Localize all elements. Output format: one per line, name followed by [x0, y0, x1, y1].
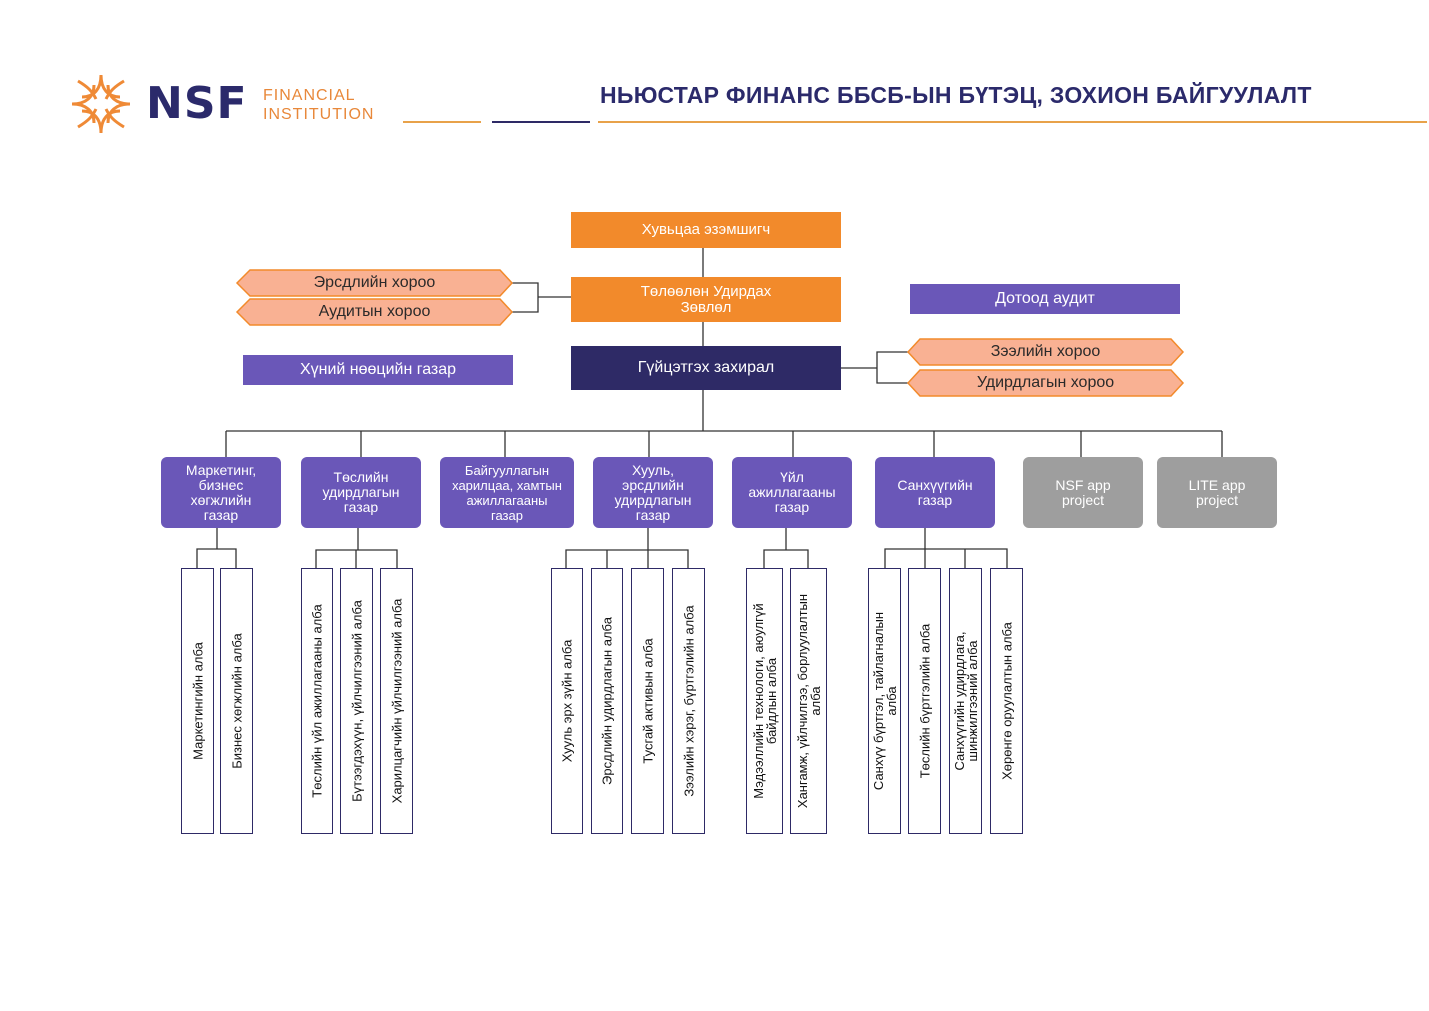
dept-lite-app: LITE app project	[1157, 457, 1277, 528]
dept-relations-line: Байгууллагын	[464, 462, 550, 478]
dept-marketing-line: Маркетинг,	[185, 461, 257, 478]
page-title: НЬЮСТАР ФИНАНС ББСБ-ЫН БҮТЭЦ, ЗОХИОН БАЙ…	[600, 82, 1312, 108]
unit-box: Санхүү бүртгэл, тайлагналын алба	[868, 568, 901, 834]
internal-audit-label: Дотоод аудит	[995, 290, 1095, 307]
unit-label: Мэдээллийн технологи, аюулгүй байдлын ал…	[750, 603, 779, 799]
unit-box: Харилцагчийн үйлчилгээний алба	[380, 568, 413, 834]
risk-committee-shape	[235, 269, 514, 297]
unit-label-line: Мэдээллийн технологи, аюулгүй	[750, 603, 766, 799]
dept-finance-line: газар	[917, 491, 953, 508]
unit-label: Эрсдлийн удирдлагын алба	[599, 617, 615, 785]
management-committee-label: Удирдлагын хороо	[976, 374, 1115, 391]
unit-box: Хангамж, үйлчилгээ, борлуулалтын алба	[790, 568, 827, 834]
board-label-line2: Зөвлөл	[680, 298, 732, 316]
unit-box: Тусгай активын алба	[631, 568, 664, 834]
unit-label: Төслийн бүртгэлийн алба	[917, 623, 932, 779]
audit-committee-shape	[235, 298, 514, 326]
unit-label: Бүтээгдэхүүн, үйлчилгээний алба	[349, 600, 364, 802]
unit-box: Зээлийн хэрэг, бүртгэлийн алба	[672, 568, 705, 834]
dept-legal-risk: Хууль, эрсдлийн удирдлагын газар	[593, 457, 713, 528]
unit-label: Тусгай активын алба	[640, 638, 655, 764]
unit-box: Бүтээгдэхүүн, үйлчилгээний алба	[340, 568, 373, 834]
unit-label: Маркетингийн алба	[190, 642, 205, 760]
dept-operations-line: газар	[774, 499, 810, 515]
unit-label: Бизнес хөгжлийн алба	[229, 633, 244, 769]
unit-label: Хууль эрх зүйн алба	[559, 639, 575, 763]
shareholder-box: Хувьцаа эзэмшигч	[571, 212, 841, 248]
unit-label-line: байдлын алба	[763, 657, 779, 745]
dept-project: Төслийн удирдлагын газар	[301, 457, 421, 528]
unit-box: Мэдээллийн технологи, аюулгүй байдлын ал…	[746, 568, 783, 834]
unit-label: Санхүү бүртгэл, тайлагналын алба	[870, 611, 899, 791]
unit-label-line: алба	[807, 686, 823, 716]
unit-box: Маркетингийн алба	[181, 568, 214, 834]
logo-mark-icon	[71, 74, 131, 134]
dept-legal-risk-line: удирдлагын	[614, 491, 692, 508]
ceo-box: Гүйцэтгэх захирал	[571, 346, 841, 390]
logo-name: NSF	[146, 78, 248, 129]
dept-project-line: газар	[343, 499, 379, 515]
unit-box: Эрсдлийн удирдлагын алба	[591, 568, 623, 834]
unit-label: Санхүүгийн удирдлага, шинжилгээний алба	[951, 631, 980, 771]
unit-label-line: шинжилгээний алба	[964, 640, 980, 762]
dept-project-line: Төслийн	[333, 469, 389, 485]
dept-legal-risk-line: эрсдлийн	[622, 476, 684, 493]
logo-subtitle-line1: FINANCIAL	[263, 87, 356, 104]
dept-marketing-line: хөгжлийн	[190, 491, 252, 508]
dept-operations-line: Үйл	[780, 469, 804, 485]
loan-committee-shape	[906, 338, 1185, 366]
dept-marketing: Маркетинг, бизнес хөгжлийн газар	[161, 457, 281, 528]
dept-relations-line: газар	[491, 507, 523, 523]
dept-nsf-app: NSF app project	[1023, 457, 1143, 528]
unit-label: Харилцагчийн үйлчилгээний алба	[389, 598, 404, 804]
unit-label: Төслийн үйл ажиллагааны алба	[309, 604, 325, 798]
unit-box: Хууль эрх зүйн алба	[551, 568, 583, 834]
audit-committee-label: Аудитын хороо	[318, 303, 431, 320]
dept-relations-line: харилцаа, хамтын	[452, 477, 562, 493]
unit-label-line: Санхүү бүртгэл, тайлагналын	[870, 611, 886, 791]
dept-operations-line: ажиллагааны	[748, 484, 836, 500]
unit-label: Хангамж, үйлчилгээ, борлуулалтын алба	[794, 593, 823, 809]
logo-subtitle: FINANCIAL INSTITUTION	[263, 86, 374, 124]
unit-box: Төслийн бүртгэлийн алба	[908, 568, 941, 834]
dept-lite-app-line: LITE app	[1188, 476, 1246, 493]
board-box: Төлөөлөн Удирдах Зөвлөл	[571, 277, 841, 322]
logo-subtitle-line2: INSTITUTION	[263, 106, 375, 123]
dept-relations: Байгууллагын харилцаа, хамтын ажиллагаан…	[440, 457, 574, 528]
board-label-line1: Төлөөлөн Удирдах	[640, 282, 772, 300]
unit-label-line: Санхүүгийн удирдлага,	[951, 631, 967, 771]
dept-legal-risk-line: газар	[635, 506, 671, 523]
shareholder-label: Хувьцаа эзэмшигч	[641, 221, 771, 238]
unit-label: Зээлийн хэрэг, бүртгэлийн алба	[681, 605, 696, 797]
dept-marketing-line: бизнес	[198, 476, 244, 493]
dept-nsf-app-line: NSF app	[1055, 476, 1111, 493]
unit-label: Хөрөнгө оруулалтын алба	[999, 622, 1014, 780]
unit-label-line: алба	[883, 686, 899, 716]
loan-committee-label: Зээлийн хороо	[990, 343, 1101, 360]
dept-marketing-line: газар	[203, 506, 239, 523]
dept-finance-line: Санхүүгийн	[897, 476, 973, 493]
dept-finance: Санхүүгийн газар	[875, 457, 995, 528]
hr-box: Хүний нөөцийн газар	[243, 355, 513, 385]
management-committee-shape	[906, 369, 1185, 397]
dept-lite-app-line: project	[1195, 491, 1239, 508]
dept-project-line: удирдлагын	[322, 484, 400, 500]
dept-legal-risk-line: Хууль,	[631, 461, 675, 478]
unit-box: Санхүүгийн удирдлага, шинжилгээний алба	[949, 568, 982, 834]
unit-box: Төслийн үйл ажиллагааны алба	[301, 568, 333, 834]
dept-relations-line: ажиллагааны	[466, 492, 548, 508]
dept-nsf-app-line: project	[1061, 491, 1105, 508]
unit-box: Хөрөнгө оруулалтын алба	[990, 568, 1023, 834]
hr-label: Хүний нөөцийн газар	[299, 361, 457, 378]
unit-label-line: Хангамж, үйлчилгээ, борлуулалтын	[794, 593, 810, 809]
ceo-label: Гүйцэтгэх захирал	[637, 359, 775, 376]
logo	[68, 71, 134, 137]
risk-committee-label: Эрсдлийн хороо	[313, 274, 436, 291]
dept-operations: Үйл ажиллагааны газар	[732, 457, 852, 528]
internal-audit-box: Дотоод аудит	[910, 284, 1180, 314]
unit-box: Бизнес хөгжлийн алба	[220, 568, 253, 834]
